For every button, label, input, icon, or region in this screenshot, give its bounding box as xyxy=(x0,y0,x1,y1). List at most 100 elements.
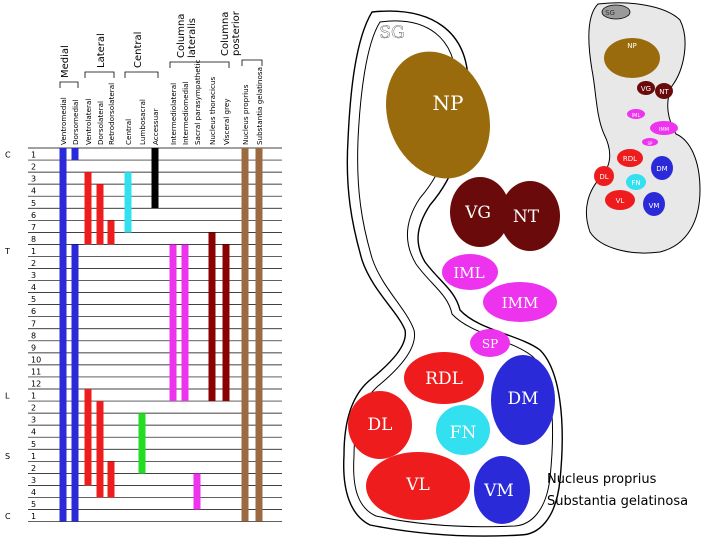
nucleus-bar xyxy=(169,244,177,402)
segment-number: 1 xyxy=(31,512,36,521)
sg-label: SG xyxy=(379,23,404,43)
segment-grid xyxy=(28,147,282,522)
fn-label: FN xyxy=(450,423,477,443)
nucleus-bar xyxy=(59,148,67,522)
nucleus-bar xyxy=(255,148,263,522)
segment-number: 2 xyxy=(31,259,36,268)
inset-fn-label: FN xyxy=(631,179,640,187)
iml-label: IML xyxy=(453,264,484,282)
np-nucleus xyxy=(386,51,490,179)
segment-number: 4 xyxy=(31,283,36,292)
nucleus-bar xyxy=(193,473,201,510)
group-header: posterior xyxy=(231,10,242,56)
segment-number: 7 xyxy=(31,223,36,232)
column-header: Lumbosacral xyxy=(138,99,147,145)
segment-number: 11 xyxy=(31,367,41,376)
inset-rdl-label: RDL xyxy=(623,155,637,163)
inset-imm-label: IMM xyxy=(659,127,669,133)
vg-nucleus xyxy=(450,177,510,247)
group-header: Columna xyxy=(220,12,231,56)
nucleus-bar xyxy=(96,401,104,498)
nucleus-bar xyxy=(208,232,216,402)
segment-number: 8 xyxy=(31,331,36,340)
segment-number: 3 xyxy=(31,175,36,184)
inset-iml xyxy=(627,109,645,119)
region-label: C xyxy=(5,151,11,160)
inset-dl xyxy=(594,166,614,186)
vl-label: VL xyxy=(405,475,430,495)
segment-number: 3 xyxy=(31,416,36,425)
segment-number: 1 xyxy=(31,247,36,256)
sp-label: SP xyxy=(482,337,498,351)
inset-sg-cap xyxy=(601,4,631,20)
column-header: Ventromedial xyxy=(59,97,68,145)
inset-vl-label: VL xyxy=(616,197,625,205)
group-header: Medial xyxy=(60,45,71,78)
nucleus-bar xyxy=(71,244,79,522)
nucleus-bar xyxy=(84,389,92,486)
column-header: Sacral parasympathetic xyxy=(193,60,202,145)
group-header: Columna xyxy=(176,14,187,58)
segment-number: 4 xyxy=(31,488,36,497)
group-bracket xyxy=(169,61,230,68)
nucleus-bars xyxy=(59,148,263,522)
vm-nucleus xyxy=(474,456,530,524)
column-header: Nucleus thoracicus xyxy=(208,77,217,145)
inset-vg xyxy=(637,81,655,95)
region-label: L xyxy=(5,392,10,401)
inset-fn xyxy=(626,174,646,190)
segment-number: 5 xyxy=(31,440,36,449)
vm-label: VM xyxy=(483,481,514,501)
column-header: Substantia gelatinosa xyxy=(255,67,264,145)
dl-nucleus xyxy=(348,391,412,459)
nucleus-bar xyxy=(241,148,249,522)
inset-vm xyxy=(643,192,665,216)
segment-number: 3 xyxy=(31,271,36,280)
dm-label: DM xyxy=(507,389,538,409)
column-header: Nucleus proprius xyxy=(241,84,250,145)
inset-vm-label: VM xyxy=(649,202,660,210)
caption-nucleus-proprius: Nucleus proprius xyxy=(547,472,657,487)
column-header: Central xyxy=(124,119,133,145)
nucleus-bar xyxy=(107,461,115,498)
group-bracket xyxy=(124,71,159,78)
segment-number: 2 xyxy=(31,464,36,473)
segment-number: 4 xyxy=(31,428,36,437)
column-header: Intermediomedial xyxy=(181,81,190,145)
segment-number: 9 xyxy=(31,343,36,352)
inset-iml-label: IML xyxy=(632,113,641,119)
np-label: NP xyxy=(433,91,464,115)
inset-rdl xyxy=(617,149,643,167)
column-header: Ventrolateral xyxy=(84,99,93,145)
inset-np xyxy=(604,38,660,78)
column-header: Visceral grey xyxy=(222,98,231,145)
segment-number: 12 xyxy=(31,380,41,389)
segment-number: 6 xyxy=(31,307,36,316)
group-header: lateralis xyxy=(187,18,198,58)
nucleus-bar xyxy=(84,172,92,245)
inset-vg-label: VG xyxy=(641,85,651,93)
segment-number: 1 xyxy=(31,452,36,461)
region-label: S xyxy=(5,452,10,461)
nt-nucleus xyxy=(500,181,560,251)
nucleus-bar xyxy=(124,172,132,233)
group-bracket xyxy=(241,59,263,66)
inset-nt xyxy=(655,83,673,99)
column-header: Accessuar xyxy=(151,108,160,145)
vg-label: VG xyxy=(464,203,491,223)
gray-matter-inner-outline xyxy=(353,20,554,528)
nucleus-bar xyxy=(181,244,189,402)
iml-nucleus xyxy=(442,254,498,290)
column-header: Retrodorsolateral xyxy=(107,83,116,145)
inset-sp xyxy=(642,138,658,146)
inset-nt-label: NT xyxy=(659,88,669,96)
region-label: T xyxy=(4,247,10,256)
fn-nucleus xyxy=(436,405,490,455)
column-header: Intermediolateral xyxy=(169,83,178,145)
caption-substantia-gelatinosa: Substantia gelatinosa xyxy=(547,494,689,509)
nucleus-bar xyxy=(138,413,146,474)
nucleus-bar xyxy=(96,184,104,245)
group-header: Lateral xyxy=(96,33,107,68)
